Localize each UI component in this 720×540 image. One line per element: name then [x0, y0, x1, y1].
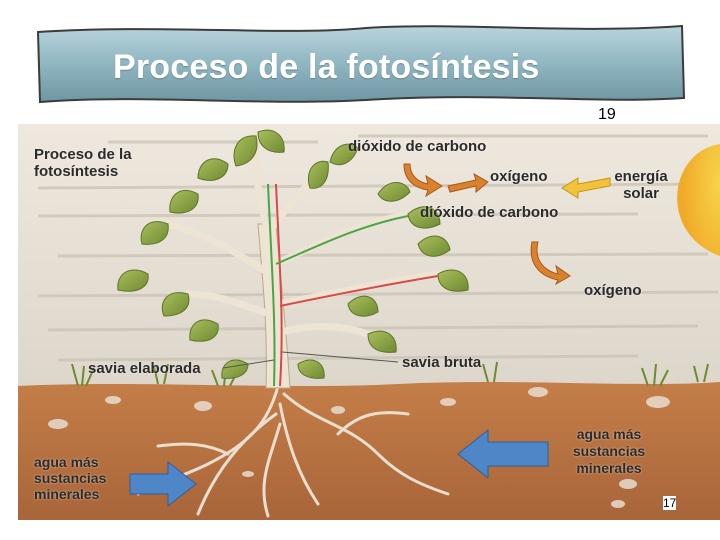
co2-top-label: dióxido de carbono [348, 138, 486, 155]
elaborated-sap-label: savia elaborada [88, 360, 201, 377]
page-number: 17 [663, 496, 676, 510]
slide-title: Proceso de la fotosíntesis [36, 48, 686, 87]
diagram-heading: Proceso de la fotosíntesis [34, 146, 164, 180]
oxygen-top-label: oxígeno [490, 168, 548, 185]
raw-sap-label: savia bruta [402, 354, 481, 371]
co2-bottom-label: dióxido de carbono [420, 204, 558, 221]
slide-number: 19 [598, 106, 616, 124]
oxygen-right-label: oxígeno [584, 282, 642, 299]
title-banner: Proceso de la fotosíntesis [36, 22, 686, 104]
photosynthesis-diagram: Proceso de la fotosíntesis dióxido de ca… [18, 124, 720, 520]
solar-energy-label: energía solar [606, 168, 676, 202]
water-left-label: agua más sustancias minerales [34, 454, 134, 502]
water-right-label: agua más sustancias minerales [554, 426, 664, 477]
